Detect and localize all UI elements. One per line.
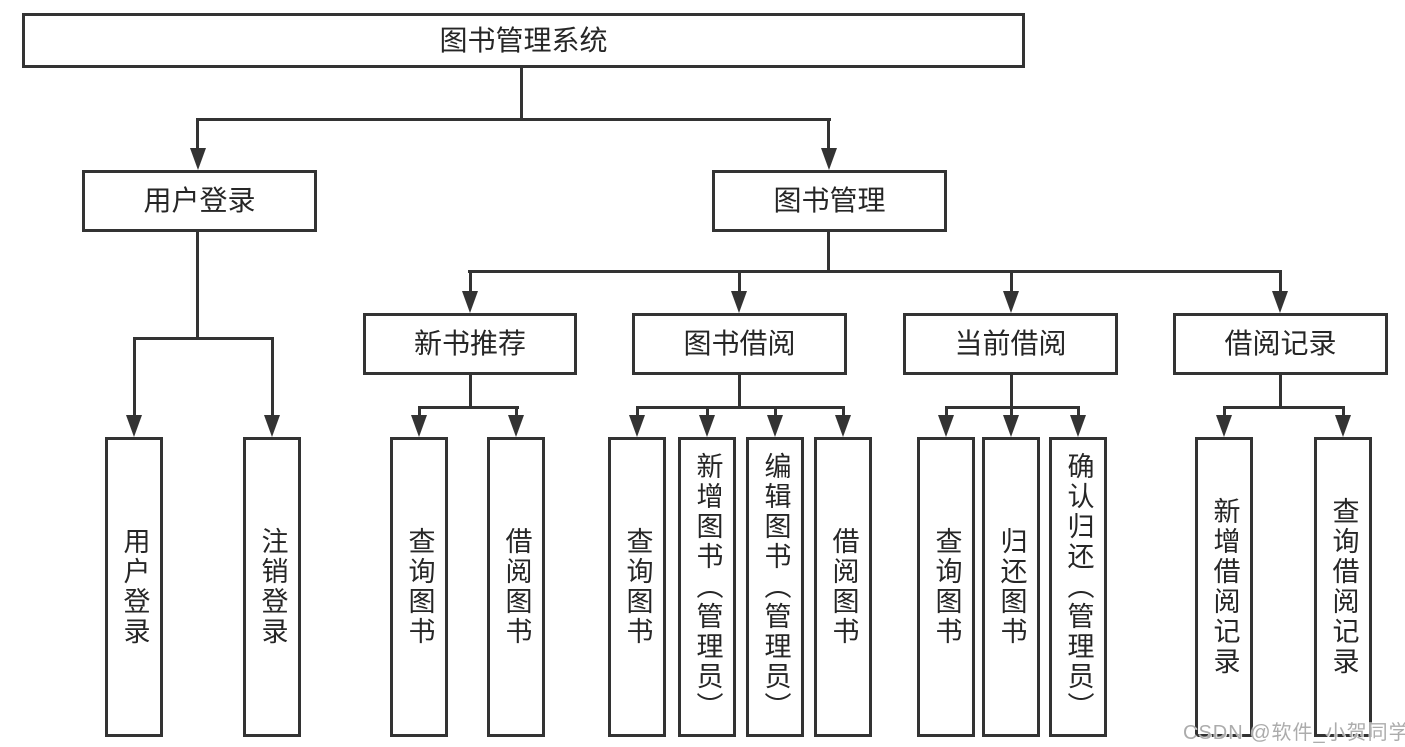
node-user-login: 用户登录 xyxy=(82,170,317,232)
leaf-borrow-books-2-label: 借阅图书 xyxy=(828,527,859,647)
connector-line xyxy=(197,118,831,121)
arrow-down-icon xyxy=(1003,415,1019,437)
leaf-borrow-books-2: 借阅图书 xyxy=(814,437,872,737)
leaf-edit-book-admin: 编辑图书（管理员） xyxy=(746,437,804,737)
leaf-add-borrow-record-label: 新增借阅记录 xyxy=(1209,497,1240,677)
node-book-borrow: 图书借阅 xyxy=(632,313,847,375)
leaf-query-books-2: 查询图书 xyxy=(608,437,666,737)
node-root: 图书管理系统 xyxy=(22,13,1025,68)
arrow-down-icon xyxy=(190,148,206,170)
leaf-logout: 注销登录 xyxy=(243,437,301,737)
leaf-confirm-return-admin-label: 确认归还（管理员） xyxy=(1063,452,1094,722)
node-book-borrow-label: 图书借阅 xyxy=(683,328,796,359)
connector-line xyxy=(418,406,421,417)
leaf-add-borrow-record: 新增借阅记录 xyxy=(1195,437,1253,737)
arrow-down-icon xyxy=(629,415,645,437)
arrow-down-icon xyxy=(1216,415,1232,437)
arrow-down-icon xyxy=(731,291,747,313)
arrow-down-icon xyxy=(938,415,954,437)
node-borrow-records: 借阅记录 xyxy=(1173,313,1388,375)
connector-line xyxy=(738,270,741,292)
connector-line xyxy=(1223,406,1345,409)
node-book-management-label: 图书管理 xyxy=(773,185,886,216)
leaf-confirm-return-admin: 确认归还（管理员） xyxy=(1049,437,1107,737)
node-root-label: 图书管理系统 xyxy=(439,24,608,56)
connector-line xyxy=(1223,406,1226,417)
leaf-query-books-3: 查询图书 xyxy=(917,437,975,737)
connector-line xyxy=(827,232,830,273)
connector-line xyxy=(738,375,741,408)
arrow-down-icon xyxy=(835,415,851,437)
connector-line xyxy=(1010,406,1013,417)
leaf-query-books-1-label: 查询图书 xyxy=(404,527,435,647)
arrow-down-icon xyxy=(264,415,280,437)
connector-line xyxy=(133,337,274,340)
connector-line xyxy=(945,406,948,417)
connector-line xyxy=(418,406,519,409)
connector-line xyxy=(636,406,845,409)
leaf-return-book-label: 归还图书 xyxy=(996,527,1027,647)
leaf-return-book: 归还图书 xyxy=(982,437,1040,737)
arrow-down-icon xyxy=(462,291,478,313)
node-user-login-label: 用户登录 xyxy=(143,185,256,216)
node-book-management: 图书管理 xyxy=(712,170,947,232)
connector-line xyxy=(842,406,845,417)
node-new-book-recommend: 新书推荐 xyxy=(363,313,577,375)
connector-line xyxy=(774,406,777,417)
connector-line xyxy=(1279,375,1282,408)
node-current-borrow-label: 当前借阅 xyxy=(954,328,1067,359)
arrow-down-icon xyxy=(1003,291,1019,313)
arrow-down-icon xyxy=(821,148,837,170)
arrow-down-icon xyxy=(1070,415,1086,437)
connector-line xyxy=(1342,406,1345,417)
leaf-add-book-admin-label: 新增图书（管理员） xyxy=(692,452,723,722)
connector-line xyxy=(469,270,472,292)
connector-line xyxy=(1279,270,1282,292)
arrow-down-icon xyxy=(1335,415,1351,437)
leaf-edit-book-admin-label: 编辑图书（管理员） xyxy=(760,452,791,722)
node-new-book-recommend-label: 新书推荐 xyxy=(413,328,526,359)
connector-line xyxy=(827,118,830,150)
arrow-down-icon xyxy=(699,415,715,437)
connector-line xyxy=(196,232,199,339)
leaf-borrow-books-1: 借阅图书 xyxy=(487,437,545,737)
arrow-down-icon xyxy=(1272,291,1288,313)
leaf-logout-label: 注销登录 xyxy=(257,527,288,647)
leaf-add-book-admin: 新增图书（管理员） xyxy=(678,437,736,737)
leaf-user-login: 用户登录 xyxy=(105,437,163,737)
connector-line xyxy=(469,375,472,408)
connector-line xyxy=(636,406,639,417)
connector-line xyxy=(271,337,274,417)
connector-line xyxy=(1010,375,1013,408)
connector-line xyxy=(520,68,523,121)
connector-line xyxy=(133,337,136,417)
leaf-user-login-label: 用户登录 xyxy=(119,527,150,647)
node-current-borrow: 当前借阅 xyxy=(903,313,1118,375)
connector-line xyxy=(515,406,518,417)
arrow-down-icon xyxy=(767,415,783,437)
leaf-query-borrow-record-label: 查询借阅记录 xyxy=(1328,497,1359,677)
arrow-down-icon xyxy=(411,415,427,437)
leaf-query-books-3-label: 查询图书 xyxy=(931,527,962,647)
connector-line xyxy=(196,118,199,150)
connector-line xyxy=(706,406,709,417)
watermark: CSDN @软件_小贺同学 xyxy=(1183,722,1405,744)
connector-line xyxy=(1010,270,1013,292)
connector-line xyxy=(468,270,1282,273)
leaf-query-borrow-record: 查询借阅记录 xyxy=(1314,437,1372,737)
connector-line xyxy=(1077,406,1080,417)
leaf-query-books-2-label: 查询图书 xyxy=(622,527,653,647)
node-borrow-records-label: 借阅记录 xyxy=(1224,328,1337,359)
arrow-down-icon xyxy=(126,415,142,437)
leaf-borrow-books-1-label: 借阅图书 xyxy=(501,527,532,647)
leaf-query-books-1: 查询图书 xyxy=(390,437,448,737)
arrow-down-icon xyxy=(508,415,524,437)
